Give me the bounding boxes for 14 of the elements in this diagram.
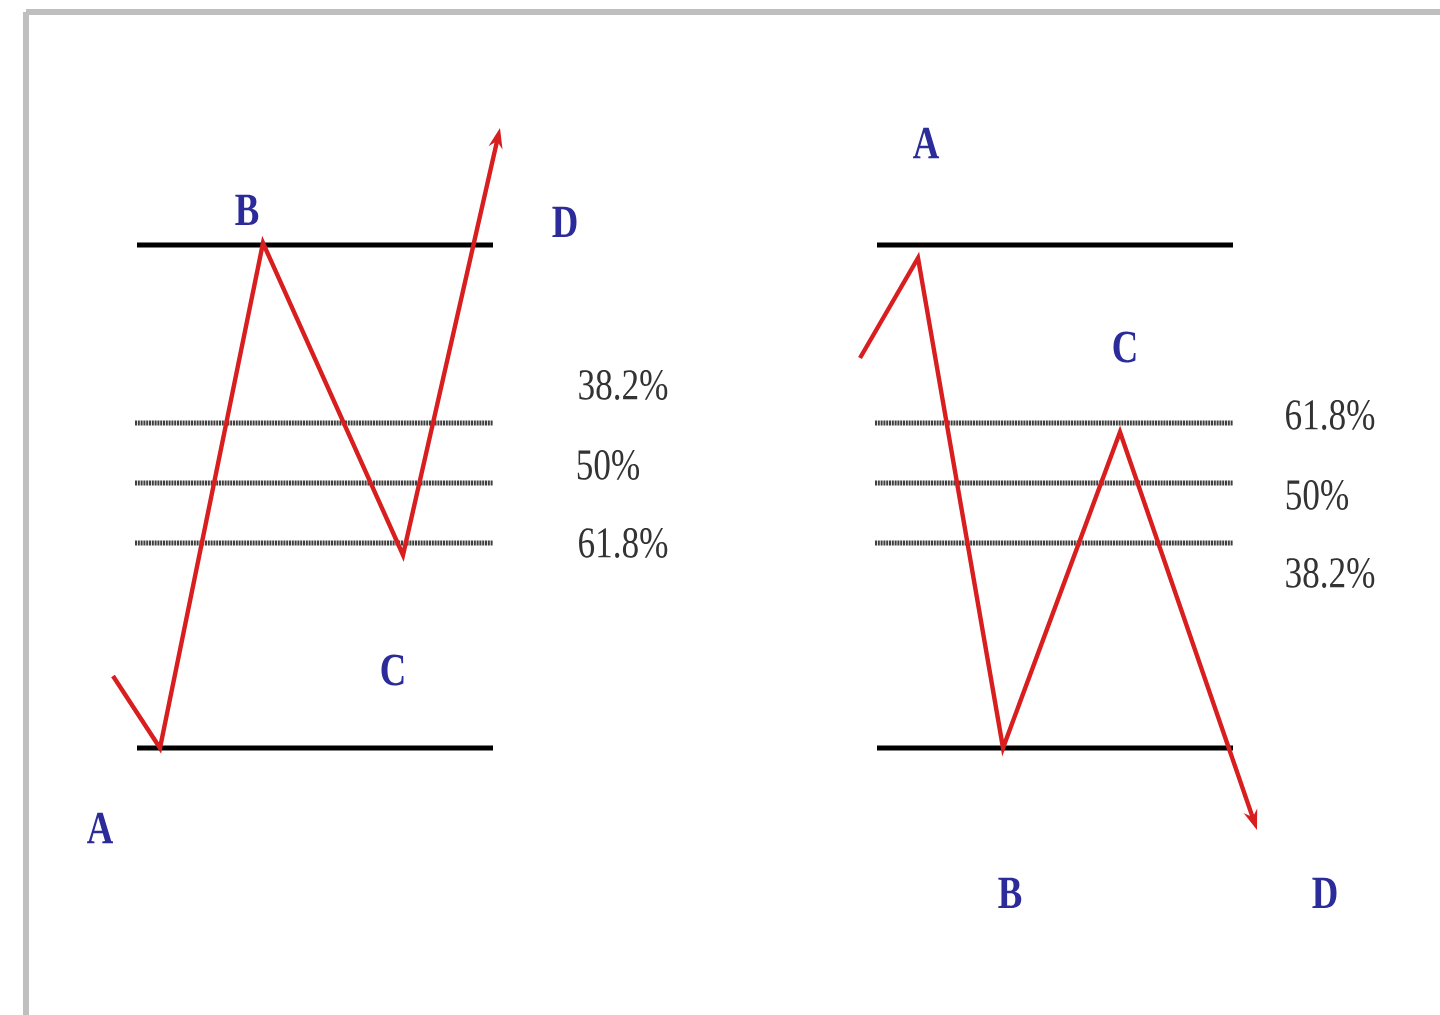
fibonacci-level-label: 38.2%	[579, 370, 668, 400]
point-label: B	[998, 877, 1022, 909]
fibonacci-level-label: 61.8%	[579, 528, 668, 558]
point-label: B	[235, 194, 259, 226]
point-label: C	[1113, 331, 1136, 363]
point-label: A	[87, 812, 114, 844]
point-label: D	[552, 206, 577, 238]
fibonacci-level-label: 38.2%	[1286, 558, 1375, 588]
point-label: A	[913, 127, 940, 159]
fibonacci-level-label: 61.8%	[1286, 400, 1375, 430]
fibonacci-level-label: 50%	[577, 450, 640, 480]
fibonacci-level-label: 50%	[1286, 480, 1349, 510]
point-label: C	[381, 654, 404, 686]
point-label: D	[1312, 877, 1337, 909]
